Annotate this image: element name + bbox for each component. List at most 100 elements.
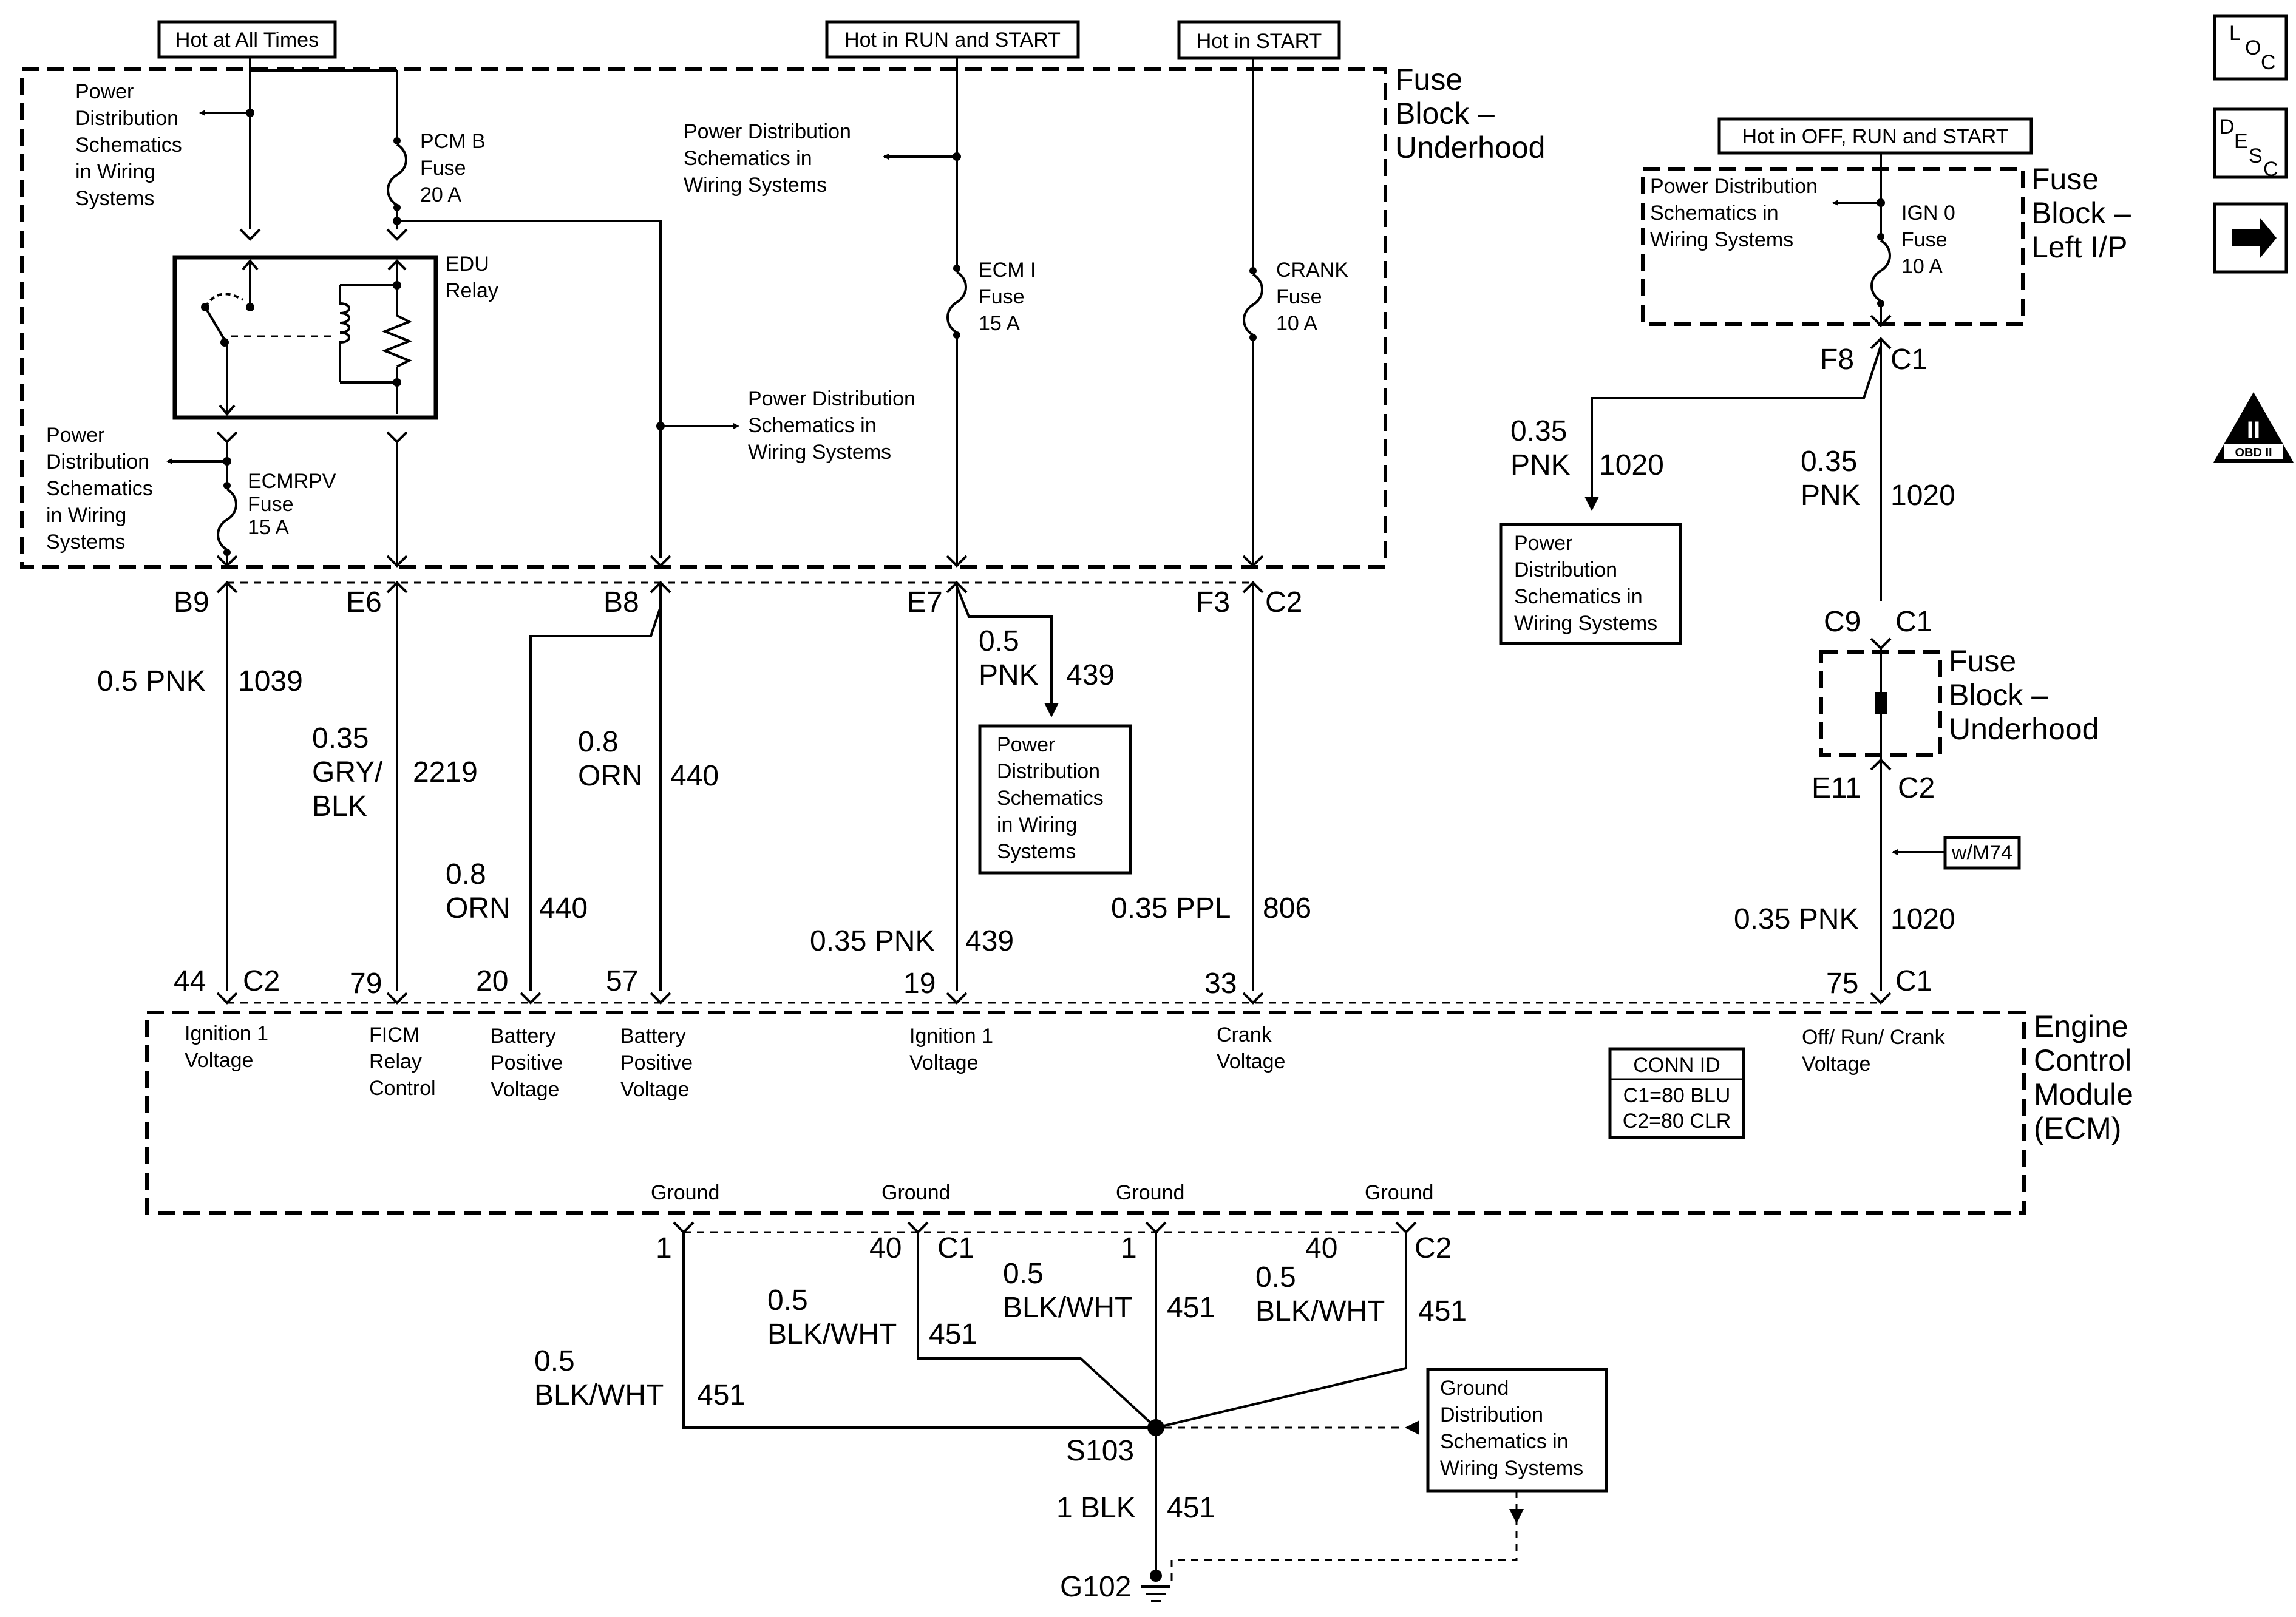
ecm-pin-44: Ignition 1 Voltage — [185, 1022, 268, 1072]
svg-text:Crank: Crank — [1217, 1023, 1272, 1046]
svg-text:439: 439 — [1066, 659, 1115, 691]
svg-text:1: 1 — [1121, 1232, 1137, 1264]
svg-text:Battery: Battery — [620, 1025, 686, 1048]
svg-text:EDU: EDU — [446, 253, 489, 276]
ecm-pin-75: Off/ Run/ Crank Voltage — [1802, 1026, 1946, 1076]
ground-wire-451-e: 1 BLK 451 — [1056, 1492, 1215, 1524]
svg-text:Voltage: Voltage — [620, 1078, 689, 1101]
loc-button[interactable]: L O C — [2213, 14, 2288, 81]
svg-text:Schematics in: Schematics in — [684, 147, 812, 170]
svg-text:40: 40 — [1305, 1232, 1337, 1264]
svg-text:C2: C2 — [243, 965, 280, 997]
svg-text:Hot in START: Hot in START — [1197, 30, 1322, 53]
desc-button[interactable]: D E S C — [2213, 107, 2288, 181]
svg-text:440: 440 — [670, 760, 719, 792]
svg-text:C2: C2 — [1415, 1232, 1452, 1264]
svg-text:Fuse: Fuse — [979, 285, 1025, 308]
svg-text:19: 19 — [903, 968, 936, 1000]
svg-text:0.35 PPL: 0.35 PPL — [1111, 892, 1231, 924]
svg-text:Fuse: Fuse — [1901, 228, 1948, 251]
svg-text:Distribution: Distribution — [75, 107, 178, 130]
svg-text:0.35 PNK: 0.35 PNK — [1734, 903, 1858, 935]
svg-text:Schematics: Schematics — [75, 134, 182, 157]
svg-text:75: 75 — [1826, 968, 1858, 1000]
svg-text:C2: C2 — [1898, 772, 1935, 804]
svg-text:E11: E11 — [1812, 772, 1861, 804]
svg-text:C2: C2 — [1265, 586, 1302, 619]
relay-label: EDU Relay — [446, 253, 498, 302]
power-dist-box-f8: Power Distribution Schematics in Wiring … — [1499, 523, 1682, 645]
svg-text:Fuse: Fuse — [248, 493, 294, 516]
svg-text:1 BLK: 1 BLK — [1056, 1492, 1136, 1524]
ecm-pin-33: Crank Voltage — [1217, 1023, 1285, 1073]
svg-text:B8: B8 — [603, 586, 639, 619]
svg-text:33: 33 — [1204, 968, 1237, 1000]
svg-text:Block –: Block – — [1395, 97, 1495, 131]
svg-text:(ECM): (ECM) — [2034, 1111, 2121, 1145]
svg-text:Ignition 1: Ignition 1 — [909, 1025, 993, 1048]
svg-text:Systems: Systems — [46, 531, 125, 554]
svg-text:Schematics in: Schematics in — [1650, 202, 1779, 225]
svg-text:Fuse: Fuse — [420, 157, 466, 180]
ecm-label: Engine Control Module (ECM) — [2034, 1009, 2133, 1145]
svg-text:Module: Module — [2034, 1077, 2133, 1111]
svg-text:Power: Power — [75, 80, 134, 103]
svg-text:OBD II: OBD II — [2235, 446, 2272, 459]
wire-806: 0.35 PPL 806 — [1111, 892, 1311, 924]
svg-text:B9: B9 — [174, 586, 209, 619]
svg-text:CRANK: CRANK — [1276, 259, 1348, 282]
svg-text:0.8: 0.8 — [446, 858, 486, 890]
svg-text:451: 451 — [1167, 1492, 1215, 1524]
svg-text:Voltage: Voltage — [909, 1051, 978, 1074]
svg-text:Positive: Positive — [620, 1051, 693, 1074]
power-dist-ref-top-left: Power Distribution Schematics in Wiring … — [75, 80, 182, 210]
svg-text:Block –: Block – — [2031, 196, 2131, 230]
svg-text:0.35 PNK: 0.35 PNK — [810, 925, 934, 957]
next-button[interactable] — [2213, 202, 2288, 274]
fuse-block-underhood-small-label: Fuse Block – Underhood — [1949, 644, 2099, 746]
power-dist-ref-center-top: Power Distribution Schematics in Wiring … — [684, 120, 851, 197]
svg-text:L: L — [2229, 22, 2241, 45]
svg-text:1020: 1020 — [1890, 480, 1955, 512]
obd-ii-icon[interactable]: II OBD II — [2213, 392, 2294, 463]
svg-text:Engine: Engine — [2034, 1009, 2128, 1043]
wire-1020-b: 0.35 PNK 1020 — [1801, 446, 1955, 512]
svg-text:PNK: PNK — [1801, 480, 1861, 512]
svg-text:Schematics in: Schematics in — [1514, 585, 1643, 608]
wire-1020-a: 0.35 PNK 1020 — [1510, 415, 1664, 481]
ground-wire-451-b: 0.5 BLK/WHT 451 — [767, 1284, 977, 1351]
svg-text:Power Distribution: Power Distribution — [1650, 175, 1818, 198]
svg-text:Distribution: Distribution — [46, 450, 149, 473]
svg-text:0.5: 0.5 — [1003, 1258, 1044, 1290]
svg-text:Ground: Ground — [881, 1181, 950, 1204]
power-dist-ref-center-mid: Power Distribution Schematics in Wiring … — [748, 387, 915, 464]
svg-text:Off/ Run/ Crank: Off/ Run/ Crank — [1802, 1026, 1946, 1049]
svg-text:C: C — [2263, 158, 2278, 181]
svg-text:E7: E7 — [907, 586, 943, 619]
svg-text:0.35: 0.35 — [312, 722, 369, 754]
connector-f8: F8 C1 — [1820, 344, 1927, 376]
tag-hot-run-start: Hot in RUN and START — [825, 20, 1080, 59]
ecm-pin-20: Battery Positive Voltage — [491, 1025, 563, 1101]
svg-text:440: 440 — [539, 892, 588, 924]
connector-labels-ecm: 44 C2 79 20 57 19 33 75 C1 — [174, 965, 1932, 1000]
wire-440-a: 0.8 ORN 440 — [446, 858, 588, 924]
svg-text:BLK/WHT: BLK/WHT — [534, 1379, 664, 1411]
edu-relay-box — [172, 255, 438, 420]
svg-text:BLK/WHT: BLK/WHT — [767, 1318, 897, 1351]
wire-440-b: 0.8 ORN 440 — [578, 726, 719, 792]
svg-text:0.35: 0.35 — [1510, 415, 1567, 447]
svg-text:II: II — [2247, 417, 2260, 444]
svg-text:Power: Power — [46, 424, 104, 447]
conn-id-box: CONN ID C1=80 BLU C2=80 CLR — [1608, 1047, 1745, 1139]
svg-text:Power: Power — [1514, 532, 1572, 555]
svg-text:Positive: Positive — [491, 1051, 563, 1074]
fuse-ecmrpv: ECMRPV Fuse 15 A — [248, 470, 336, 539]
svg-text:Underhood: Underhood — [1395, 131, 1545, 164]
svg-text:Wiring Systems: Wiring Systems — [748, 441, 891, 464]
svg-text:Voltage: Voltage — [1802, 1053, 1870, 1076]
svg-text:C9: C9 — [1824, 606, 1861, 638]
svg-text:C1: C1 — [1895, 965, 1932, 997]
svg-text:Voltage: Voltage — [1217, 1050, 1285, 1073]
